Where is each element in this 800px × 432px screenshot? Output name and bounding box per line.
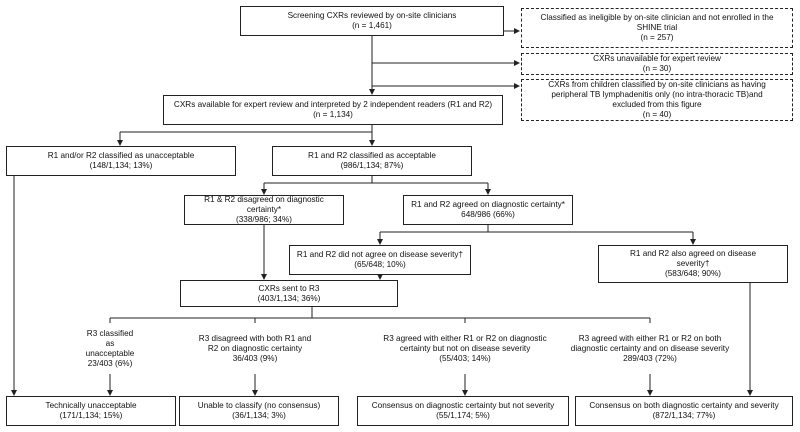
node-screening: Screening CXRs reviewed by on-site clini… <box>240 6 504 36</box>
screening-line-2: (n = 1,461) <box>352 21 392 30</box>
alsoSeverity-line-2: severity† <box>676 259 710 268</box>
r3both-line-1: R3 agreed with either R1 or R2 on both <box>578 333 722 343</box>
node-techUnacc: Technically unacceptable(171/1,134; 15%) <box>6 396 176 426</box>
available-line-2: (n = 1,134) <box>313 110 353 119</box>
node-consensusBoth: Consensus on both diagnostic certainty a… <box>575 396 793 426</box>
peripheral-line-1: CXRs from children classified by on-site… <box>548 80 766 89</box>
r3disagree-line-2: R2 on diagnostic certainty <box>207 343 303 353</box>
r3both-line-2: diagnostic certainty and on disease seve… <box>570 343 730 353</box>
consensusBoth-line-2: (872/1,134; 77%) <box>652 411 716 420</box>
consensusCert-line-2: (55/1,174; 5%) <box>436 411 490 420</box>
node-peripheral: CXRs from children classified by on-site… <box>521 79 793 121</box>
r3disagree-line-1: R3 disagreed with both R1 and <box>198 333 312 343</box>
consensusCert-line-1: Consensus on diagnostic certainty but no… <box>371 401 555 410</box>
ineligible-line-3: (n = 257) <box>640 33 674 42</box>
sentR3-line-2: (403/1,134; 36%) <box>257 293 321 303</box>
r3unacc-line-2: as <box>105 338 115 348</box>
agreed-line-1: R1 and R2 agreed on diagnostic certainty… <box>411 200 565 209</box>
acceptable-line-2: (986/1,134; 87%) <box>340 161 404 170</box>
r3disagree-line-3: 36/403 (9%) <box>232 353 278 363</box>
r3certainty-line-3: (55/403; 14%) <box>439 353 491 363</box>
ineligible-line-1: Classified as ineligible by on-site clin… <box>540 13 774 22</box>
node-noSeverity: R1 and R2 did not agree on disease sever… <box>289 245 471 275</box>
agreed-line-2: 648/986 (66%) <box>461 210 515 219</box>
consensusBoth-line-1: Consensus on both diagnostic certainty a… <box>589 401 779 410</box>
alsoSeverity-line-3: (583/648; 90%) <box>665 269 721 278</box>
peripheral-line-4: (n = 40) <box>642 110 672 119</box>
r3both-line-3: 289/403 (72%) <box>623 353 677 363</box>
r3unacc-line-3: unacceptable <box>85 348 135 358</box>
node-available: CXRs available for expert review and int… <box>163 95 503 125</box>
r3unacc-line-4: 23/403 (6%) <box>87 358 133 368</box>
unacceptable12-line-2: (148/1,134; 13%) <box>89 161 153 170</box>
available-line-1: CXRs available for expert review and int… <box>173 100 493 109</box>
ineligible-line-2: SHINE trial <box>636 23 678 32</box>
alsoSeverity-line-1: R1 and R2 also agreed on disease <box>629 249 757 258</box>
disagreed-line-1: R1 & R2 disagreed on diagnostic certaint… <box>204 195 324 214</box>
node-sentR3: CXRs sent to R3(403/1,134; 36%) <box>180 280 398 307</box>
noSeverity-line-2: (65/648; 10%) <box>354 260 406 269</box>
node-unavailable: CXRs unavailable for expert review(n = 3… <box>521 53 793 75</box>
unavailable-line-2: (n = 30) <box>642 64 672 73</box>
node-r3certainty: R3 agreed with either R1 or R2 on diagno… <box>355 323 575 374</box>
node-disagreed: R1 & R2 disagreed on diagnostic certaint… <box>184 195 344 225</box>
unableClassify-line-1: Unable to classify (no consensus) <box>197 401 321 410</box>
r3unacc-line-1: R3 classified <box>86 328 134 338</box>
unableClassify-line-2: (36/1,134; 3%) <box>232 411 286 420</box>
peripheral-line-2: peripheral TB lymphadenitis only (no int… <box>551 90 763 99</box>
techUnacc-line-1: Technically unacceptable <box>45 401 137 410</box>
node-consensusCert: Consensus on diagnostic certainty but no… <box>357 396 569 426</box>
node-unableClassify: Unable to classify (no consensus)(36/1,1… <box>179 396 339 426</box>
r3certainty-line-1: R3 agreed with either R1 or R2 on diagno… <box>383 333 547 343</box>
sentR3-line-1: CXRs sent to R3 <box>258 283 320 293</box>
peripheral-line-3: excluded from this figure <box>612 100 702 109</box>
acceptable-line-1: R1 and R2 classified as acceptable <box>308 151 436 160</box>
node-agreed: R1 and R2 agreed on diagnostic certainty… <box>403 195 573 225</box>
noSeverity-line-1: R1 and R2 did not agree on disease sever… <box>296 250 464 259</box>
node-ineligible: Classified as ineligible by on-site clin… <box>521 8 793 48</box>
disagreed-line-2: (338/986; 34%) <box>236 215 292 224</box>
unavailable-line-1: CXRs unavailable for expert review <box>593 54 721 63</box>
unacceptable12-line-1: R1 and/or R2 classified as unacceptable <box>47 151 195 160</box>
techUnacc-line-2: (171/1,134; 15%) <box>59 411 123 420</box>
r3certainty-line-2: certainty but not on disease severity <box>399 343 531 353</box>
screening-line-1: Screening CXRs reviewed by on-site clini… <box>287 11 457 20</box>
node-unacceptable12: R1 and/or R2 classified as unacceptable(… <box>6 146 236 176</box>
node-acceptable: R1 and R2 classified as acceptable(986/1… <box>272 146 472 176</box>
